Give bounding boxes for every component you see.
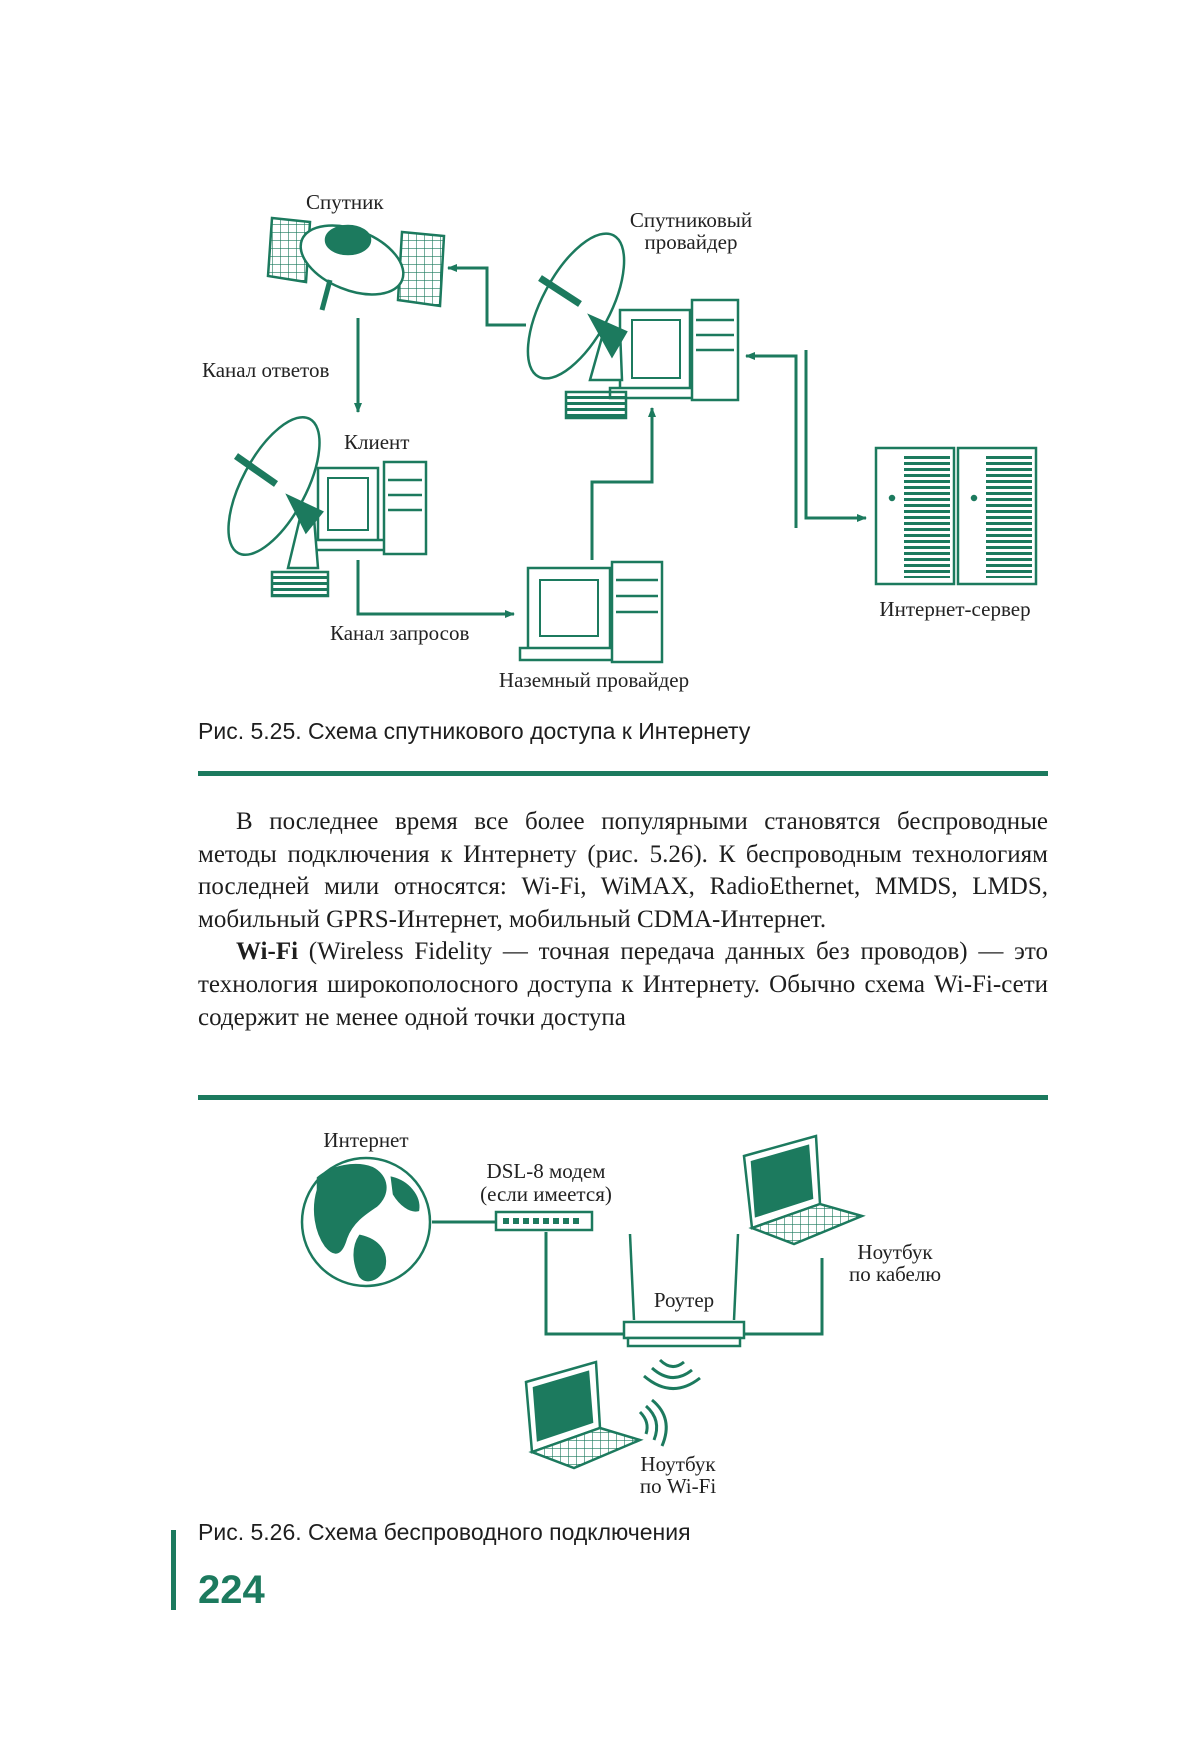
ground-provider-computer	[518, 560, 664, 664]
paragraph-wifi: Wi-Fi (Wireless Fidelity — точная переда…	[198, 936, 1048, 1034]
client-station	[227, 415, 428, 598]
modem-label-line2: (если имеется)	[480, 1182, 612, 1206]
internet-label: Интернет	[323, 1128, 408, 1152]
laptop-cable-label-line1: Ноутбук	[857, 1240, 933, 1264]
wifi-term: Wi-Fi	[236, 938, 299, 966]
server-link-in	[745, 352, 798, 528]
laptop-wifi-icon	[524, 1360, 644, 1470]
figure-5-26-caption: Рис. 5.26. Схема беспроводного подключен…	[198, 1519, 691, 1545]
answer-channel-label: Канал ответов	[202, 358, 329, 382]
request-channel-label: Канал запросов	[330, 621, 469, 645]
laptop-cable-label-line2: по кабелю	[849, 1262, 941, 1286]
satellite-provider-station	[526, 232, 740, 420]
dsl-modem-icon	[494, 1210, 594, 1232]
internet-server-icon	[874, 446, 1038, 586]
globe-icon	[300, 1156, 432, 1288]
request-channel-arrow	[356, 560, 515, 618]
server-link-out	[804, 350, 867, 522]
connection-lines	[354, 264, 867, 618]
page-number: 224	[198, 1568, 265, 1612]
paragraph-wireless-methods: В последнее время все более популярными …	[198, 808, 1048, 933]
satellite-provider-label-line1: Спутниковый	[630, 208, 752, 232]
satellite-icon	[266, 216, 446, 311]
router-to-laptop-link	[744, 1258, 824, 1336]
satellite-label: Спутник	[306, 190, 384, 214]
router-icon	[622, 1233, 746, 1348]
laptop-wifi-label-line1: Ноутбук	[640, 1452, 716, 1476]
wireless-connection-diagram: Интернет DSL-8 модем (если имеется) Роут…	[300, 1128, 941, 1498]
section-divider-top	[198, 771, 1048, 776]
wired-links	[432, 1220, 824, 1336]
satellite-access-diagram: Спутник Спутниковый провайдер Канал отве…	[202, 190, 1038, 692]
router-label: Роутер	[654, 1288, 714, 1312]
wifi-definition: (Wireless Fidelity — точная передача дан…	[198, 938, 1048, 1031]
figure-5-25-caption: Рис. 5.25. Схема спутникового доступа к …	[198, 718, 751, 744]
laptop-cable-icon	[742, 1134, 866, 1246]
modem-to-router-link	[544, 1232, 626, 1336]
laptop-wifi-label-line2: по Wi-Fi	[640, 1474, 716, 1498]
uplink-arrow	[447, 264, 526, 327]
body-text: В последнее время все более популярными …	[198, 806, 1048, 1034]
ground-to-provider-arrow	[590, 407, 656, 560]
wifi-signal-icon	[638, 1358, 701, 1447]
modem-label-line1: DSL-8 модем	[487, 1159, 606, 1183]
page-margin-bar	[171, 1530, 176, 1610]
ground-provider-label: Наземный провайдер	[499, 668, 689, 692]
section-divider-bottom	[198, 1095, 1048, 1100]
satellite-provider-label-line2: провайдер	[645, 230, 738, 254]
internet-server-label: Интернет-сервер	[879, 597, 1030, 621]
client-label: Клиент	[344, 430, 409, 454]
